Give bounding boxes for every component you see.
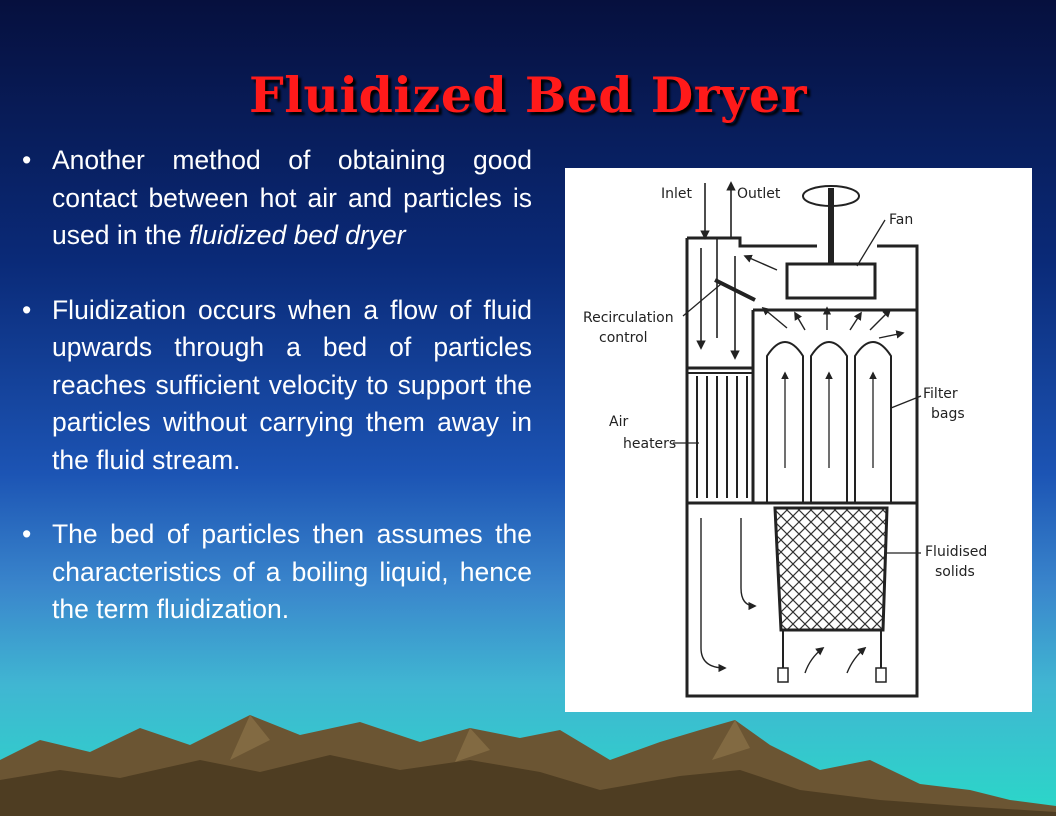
label-fluidised: Fluidised [925,544,987,560]
bullet-emphasis: fluidized bed dryer [189,220,406,250]
fluidised-solids-basket [773,506,889,683]
dryer-diagram: Inlet Outlet Fan Recirculation control F… [565,168,1032,712]
bullet-marker: • [22,294,32,325]
fan-icon [785,185,877,300]
label-control: control [599,330,648,346]
label-inlet: Inlet [661,186,693,202]
bullet-text: Another method of obtaining good contact… [52,145,532,250]
label-solids: solids [935,564,975,580]
bullet-text: The bed of particles then assumes the ch… [52,519,532,624]
inlet-outlet-ducts [696,181,740,360]
bullet-item: • Another method of obtaining good conta… [22,142,532,255]
label-outlet: Outlet [737,186,781,202]
bullet-marker: • [22,519,32,549]
label-heaters: heaters [623,436,676,452]
air-flow-arrows [743,254,905,339]
recirculation-damper [714,278,756,302]
slide-title: Fluidized Bed Dryer [248,66,808,124]
dryer-diagram-drawing: Inlet Outlet Fan Recirculation control F… [583,181,987,698]
bullet-marker: • [22,145,32,175]
lower-duct-flow [700,518,757,673]
filter-bags [766,341,892,503]
label-filter: Filter [923,386,958,402]
label-recirculation: Recirculation [583,310,674,326]
bullet-text: Fluidization occurs when a flow of fluid… [52,294,532,475]
air-heaters [687,372,753,498]
bullet-item: • Fluidization occurs when a flow of flu… [22,292,532,480]
bullet-item: • The bed of particles then assumes the … [22,516,532,629]
label-air: Air [609,414,628,430]
label-leader-lines [673,219,922,554]
bullet-list: • Another method of obtaining good conta… [22,142,532,666]
label-fan: Fan [889,212,913,228]
label-bags: bags [931,406,965,422]
